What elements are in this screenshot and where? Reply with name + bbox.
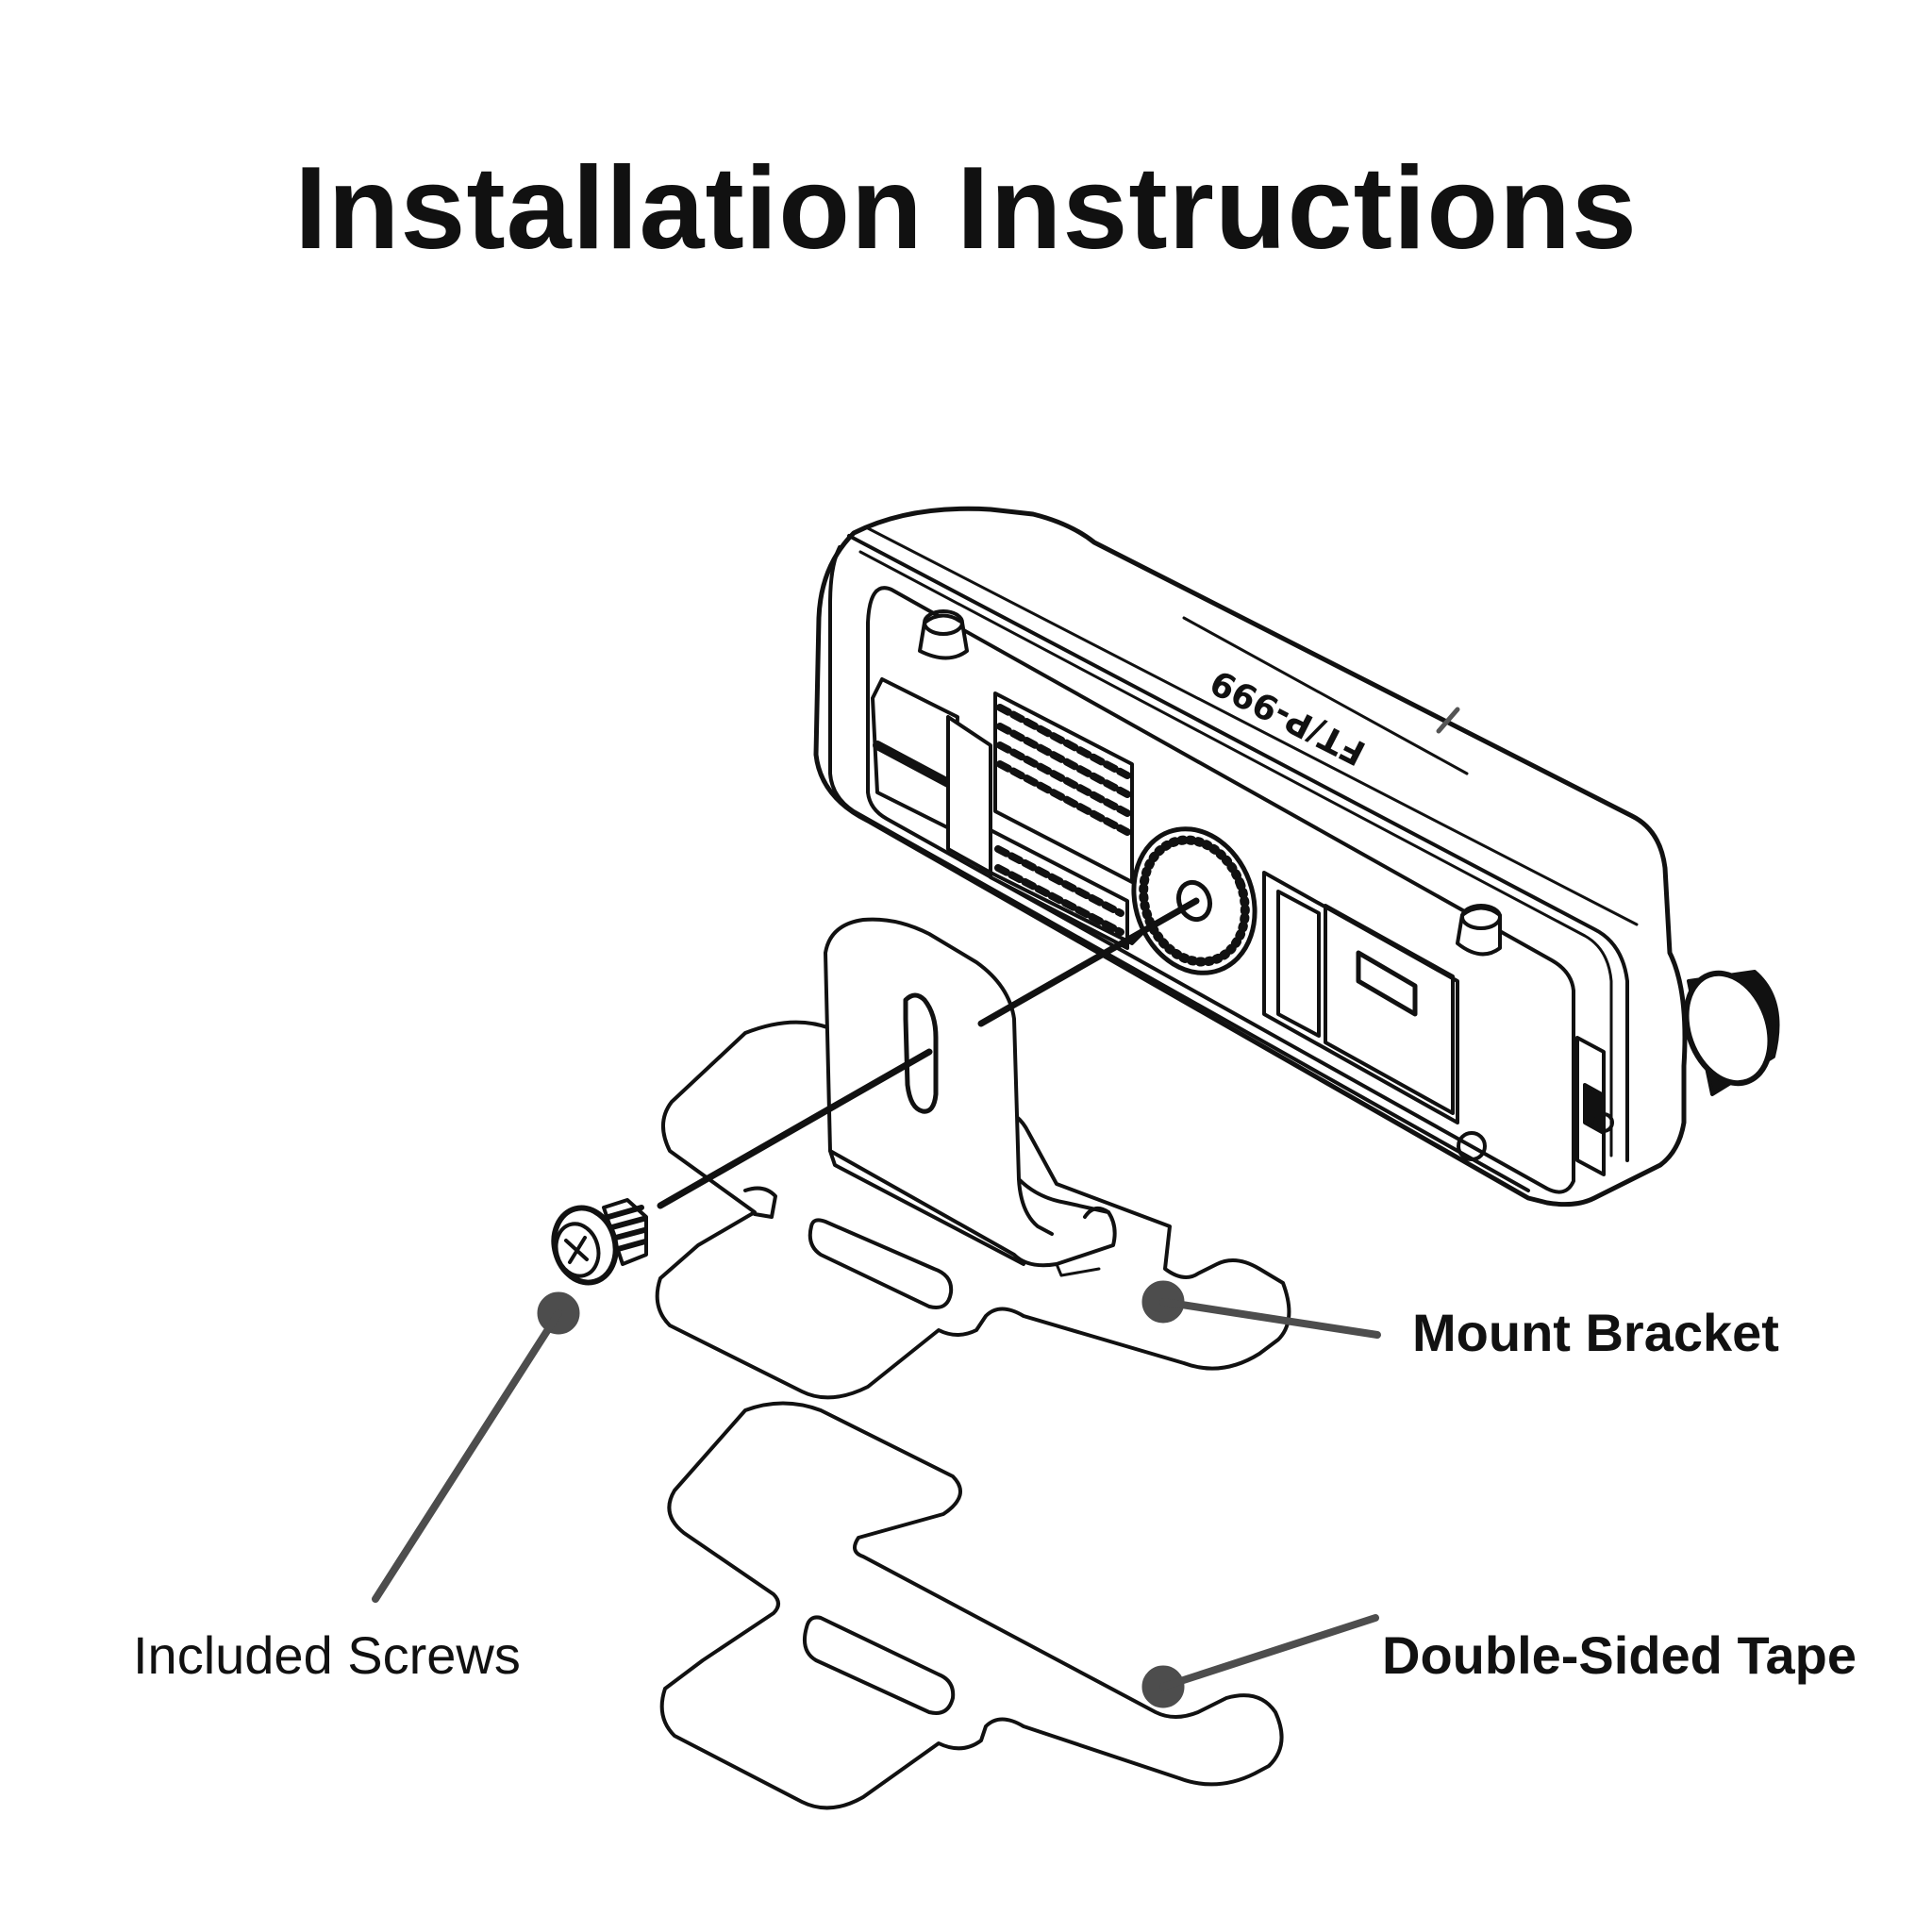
device-peg-left	[918, 609, 969, 660]
label-mount-bracket: Mount Bracket	[1412, 1303, 1779, 1362]
screw	[551, 1198, 648, 1286]
device-front-panel	[866, 586, 1575, 1194]
label-included-screws: Included Screws	[133, 1625, 521, 1685]
page-title: Installation Instructions	[294, 143, 1638, 274]
device-side-buttons	[1575, 1036, 1614, 1176]
device-knob	[1683, 970, 1780, 1096]
bracket-vertical-slot	[903, 992, 939, 1114]
screw-alignment-line	[657, 897, 1200, 1209]
bracket-base-slot	[808, 1218, 954, 1309]
device-housing	[813, 506, 1688, 1208]
label-double-sided-tape: Double-Sided Tape	[1382, 1625, 1857, 1685]
device-peg-right	[1456, 904, 1502, 957]
device-recess	[1262, 871, 1459, 1124]
tape-slot	[803, 1615, 956, 1715]
mount-bracket	[655, 917, 1291, 1400]
device-connector-block	[871, 677, 1148, 950]
tape-outline	[659, 1401, 1284, 1810]
callout-leaders	[372, 1280, 1381, 1708]
device-brand-text: FT/P-999	[1205, 661, 1372, 772]
double-sided-tape	[659, 1401, 1284, 1810]
bracket-base-plate	[655, 1020, 1291, 1400]
